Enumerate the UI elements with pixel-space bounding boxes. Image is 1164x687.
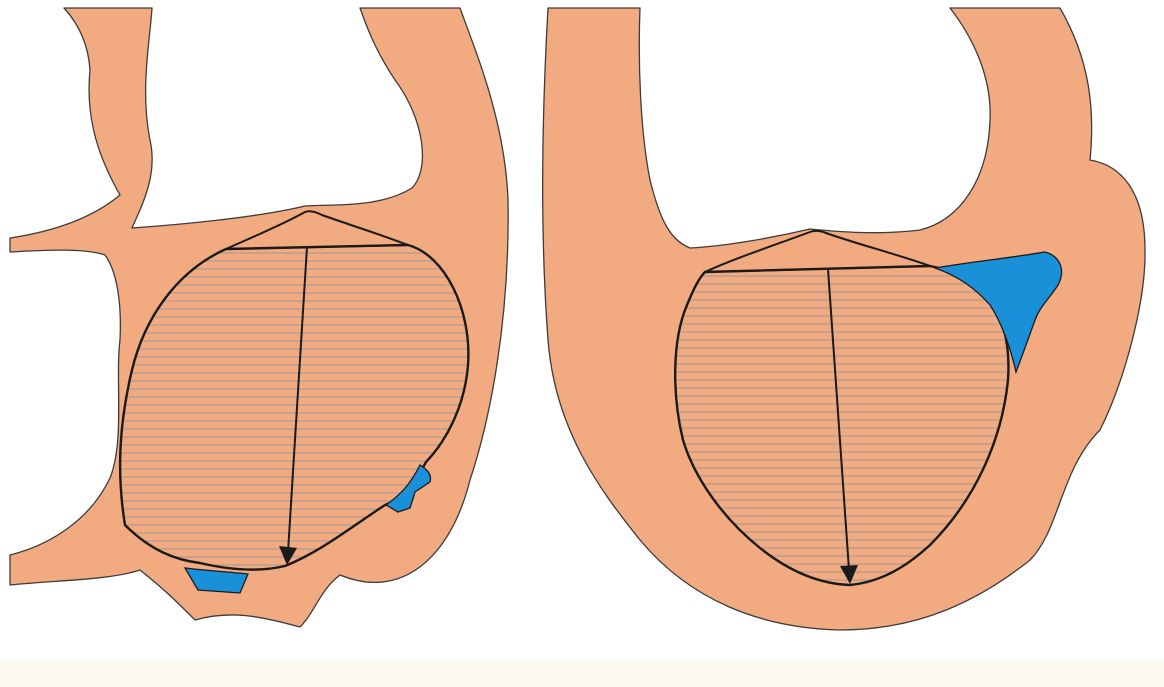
bottom-band xyxy=(0,660,1164,687)
